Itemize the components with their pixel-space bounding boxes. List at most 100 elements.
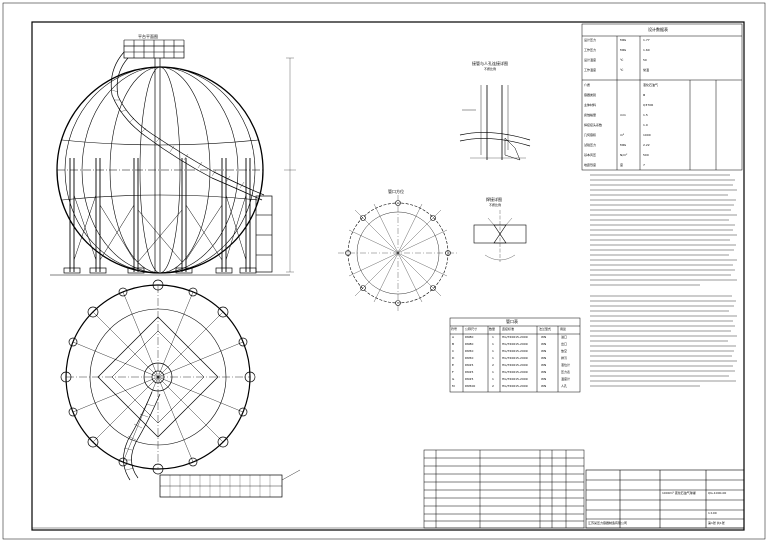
spec-row-name: 容器类别 (584, 93, 597, 97)
spec-row-name: 几何容积 (584, 133, 597, 137)
nozzle-table-grid (449, 317, 581, 393)
table-cell: WN (541, 363, 547, 367)
table-cell: HG/T20615-2009 (502, 363, 528, 367)
table-cell: 1 (492, 356, 494, 360)
spec-row-name: 地震烈度 (584, 163, 597, 167)
sphere-plan-view (60, 279, 301, 498)
nozzle-table-header: 符号 (451, 327, 458, 331)
table-cell: 液位计 (561, 363, 571, 367)
spec-row-value: 500 (643, 153, 649, 157)
table-cell: WN (541, 342, 547, 346)
spec-row-name: 基本风压 (584, 153, 597, 157)
table-cell: DN80 (465, 342, 474, 346)
drawing-scale: 1:100 (708, 511, 717, 515)
spec-row-name: 试验压力 (584, 143, 597, 147)
spec-row-name: 工作温度 (584, 68, 597, 72)
nozzle-detail (459, 85, 531, 161)
drawing-frame (31, 21, 745, 531)
table-cell: WN (541, 384, 547, 388)
spec-row-name: 腐蚀裕量 (584, 113, 597, 117)
spec-row-value: 1000 (643, 133, 651, 137)
table-cell: DN25 (465, 370, 474, 374)
nozzle-orientation-view (338, 195, 458, 311)
nozzle-detail-label: 接管与人孔连接详图 (472, 61, 508, 66)
spec-row-unit: N/m² (620, 153, 628, 157)
table-cell: G (452, 377, 455, 381)
table-cell: WN (541, 370, 547, 374)
table-cell: HG/T20615-2009 (502, 335, 528, 339)
orientation-view-label: 管口方位 (388, 189, 404, 194)
spec-row-value: 1.5 (643, 113, 648, 117)
spec-table-grid (581, 23, 743, 171)
table-cell: C (452, 349, 455, 353)
spec-row-name: 工作压力 (584, 48, 597, 52)
table-cell: 温度计 (561, 377, 571, 381)
table-cell: 1 (492, 342, 494, 346)
platform-view-label: 平台平面图 (138, 34, 158, 39)
table-cell: DN25 (465, 363, 474, 367)
spec-row-value: 1.0 (643, 123, 648, 127)
drawing-name: 1000m³ 液化石油气球罐 (662, 491, 696, 495)
table-cell: HG/T20615-2009 (502, 342, 528, 346)
table-cell: 放空 (561, 349, 568, 353)
table-cell: HG/T20615-2009 (502, 384, 528, 388)
sphere-elevation-view (50, 39, 296, 276)
spec-row-name: 设计温度 (584, 58, 597, 62)
title-block-grid (585, 469, 745, 529)
spec-row-value: 50 (643, 58, 647, 62)
nozzle-table-title: 管口表 (506, 319, 518, 324)
spec-row-name: 设计压力 (584, 38, 597, 42)
spec-row-value: Ⅲ (643, 93, 646, 97)
table-cell: 1 (492, 377, 494, 381)
spec-row-name: 介质 (584, 83, 591, 87)
nozzle-detail-scale: 不按比例 (484, 67, 497, 71)
table-cell: 2 (492, 384, 494, 388)
spec-row-name: 焊接接头系数 (584, 123, 603, 127)
nozzle-table-header: 数量 (489, 327, 496, 331)
spec-row-value: 液化石油气 (643, 83, 659, 87)
nozzle-table-header: 用途 (560, 327, 567, 331)
table-cell: 人孔 (561, 384, 568, 388)
spec-row-name: 主体材料 (584, 103, 597, 107)
spec-row-unit: ℃ (620, 68, 624, 72)
table-cell: WN (541, 335, 547, 339)
table-cell: HG/T20615-2009 (502, 377, 528, 381)
table-cell: HG/T20615-2009 (502, 356, 528, 360)
table-cell: 2 (492, 363, 494, 367)
spec-row-value: 1.77 (643, 38, 650, 42)
table-cell: A (452, 335, 455, 339)
table-cell: WN (541, 377, 547, 381)
weld-detail (473, 210, 527, 262)
company-name: 江苏某压力容器制造有限公司 (588, 521, 628, 525)
spec-row-value: 7 (643, 163, 645, 167)
table-cell: DN25 (465, 377, 474, 381)
table-cell: DN50 (465, 349, 474, 353)
spec-row-value: 常温 (643, 68, 650, 72)
bill-of-materials-grid (423, 449, 585, 529)
spec-row-unit: mm (620, 113, 626, 117)
table-cell: F (452, 370, 454, 374)
weld-detail-label: 焊接详图 (486, 197, 502, 202)
nozzle-table-header: 公称尺寸 (465, 327, 478, 331)
spec-row-unit: MPa (620, 143, 627, 147)
table-cell: M (452, 384, 455, 388)
table-cell: E (452, 363, 454, 367)
drawing-number: QG-1000-00 (708, 491, 727, 495)
technical-requirements-text (590, 174, 737, 387)
table-cell: 进口 (561, 335, 568, 339)
table-cell: B (452, 342, 455, 346)
spec-row-unit: MPa (620, 48, 627, 52)
table-cell: 压力表 (561, 370, 571, 374)
spec-row-unit: m³ (620, 133, 625, 137)
table-cell: DN80 (465, 335, 474, 339)
spec-row-unit: ℃ (620, 58, 624, 62)
nozzle-table-header: 法兰型式 (539, 327, 552, 331)
table-cell: HG/T20615-2009 (502, 349, 528, 353)
spec-row-unit: 度 (620, 163, 624, 167)
spec-row-value: 2.22 (643, 143, 650, 147)
table-cell: WN (541, 356, 547, 360)
table-cell: 1 (492, 349, 494, 353)
table-cell: 1 (492, 370, 494, 374)
table-cell: WN (541, 349, 547, 353)
